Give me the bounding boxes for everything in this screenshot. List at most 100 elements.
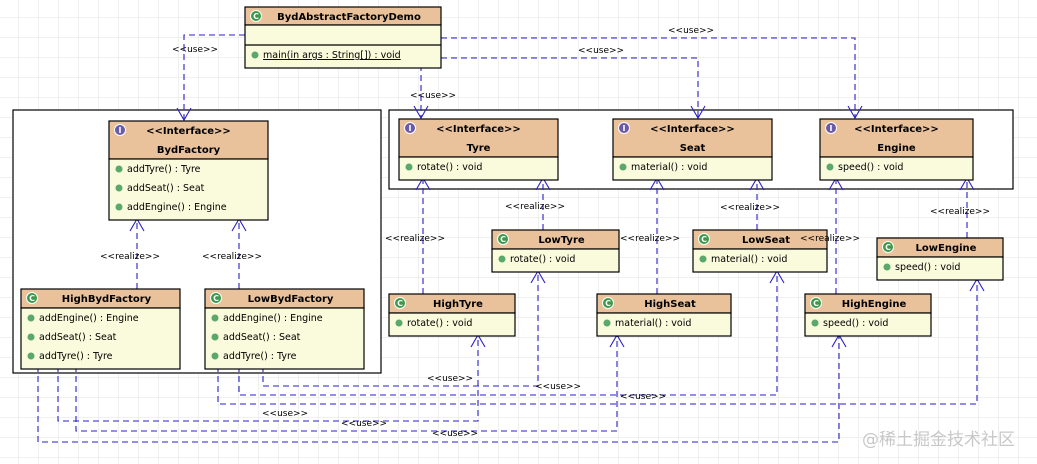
realize-label: <<realize>> [620, 234, 680, 244]
use-edge-demo-engine[interactable] [441, 37, 863, 120]
class-body [819, 156, 974, 181]
public-method-icon [27, 352, 35, 360]
icon-glyph: I [623, 124, 626, 133]
class-body [876, 256, 1004, 281]
method: addTyre() : Tyre [39, 351, 113, 362]
method: addSeat() : Seat [127, 183, 205, 194]
class-body [20, 307, 181, 370]
icon-glyph: C [213, 294, 219, 303]
use-edge-demo-seat[interactable] [441, 57, 706, 120]
use-label: <<use>> [535, 382, 581, 392]
class-body [612, 156, 773, 181]
class-body [398, 156, 559, 181]
icon-glyph: I [830, 124, 833, 133]
open-arrowhead-icon [176, 107, 192, 122]
method: addTyre() : Tyre [223, 351, 297, 362]
class-body [204, 307, 365, 370]
class-name: HighEngine [842, 299, 907, 310]
class-name: HighSeat [644, 299, 696, 310]
public-method-icon [498, 255, 506, 263]
realize-label: <<realize>> [385, 234, 445, 244]
class-body [596, 312, 732, 337]
icon-glyph: I [119, 126, 122, 135]
class-body [692, 248, 828, 273]
public-method-icon [603, 319, 611, 327]
class-body [388, 312, 516, 337]
use-label: <<use>> [172, 45, 218, 55]
public-method-icon [211, 314, 219, 322]
method: material() : void [615, 318, 691, 329]
method: addSeat() : Seat [39, 332, 117, 343]
class-icon [602, 297, 614, 309]
realize-label: <<realize>> [100, 252, 160, 262]
stereotype: <<Interface>> [650, 124, 735, 135]
method: rotate() : void [417, 162, 482, 173]
use-label: <<use>> [432, 429, 478, 439]
public-method-icon [115, 184, 123, 192]
class-name: Seat [680, 143, 706, 154]
method: addTyre() : Tyre [127, 164, 201, 175]
icon-glyph: C [813, 299, 819, 308]
class-body [804, 312, 932, 337]
class-highSeat[interactable]: C HighSeat material() : void [596, 293, 732, 337]
class-icon [210, 292, 222, 304]
class-name: LowBydFactory [248, 294, 334, 305]
icon-glyph: C [885, 243, 891, 252]
public-method-icon [619, 163, 627, 171]
class-header [612, 118, 773, 158]
method: material() : void [711, 254, 787, 265]
interface-icon [114, 124, 126, 136]
method: rotate() : void [510, 254, 575, 265]
public-method-icon [699, 255, 707, 263]
icon-glyph: C [605, 299, 611, 308]
use-label: <<use>> [262, 409, 308, 419]
class-icon [26, 292, 38, 304]
method: addEngine() : Engine [223, 313, 323, 324]
class-name: HighBydFactory [62, 294, 152, 305]
use-edge-demo-tyre[interactable] [413, 65, 429, 120]
class-icon [250, 10, 262, 22]
class-name: Engine [877, 143, 916, 154]
class-body [491, 248, 620, 273]
class-header [108, 120, 269, 160]
class-name: LowEngine [916, 243, 977, 254]
class-icon [882, 241, 894, 253]
use-label: <<use>> [620, 392, 666, 402]
class-icon [810, 297, 822, 309]
use-edge-demo-bydfactory[interactable] [176, 34, 245, 122]
realize-label: <<realize>> [720, 203, 780, 213]
method: addEngine() : Engine [127, 202, 227, 213]
public-method-icon [251, 51, 259, 59]
method: addEngine() : Engine [39, 313, 139, 324]
public-method-icon [115, 203, 123, 211]
stereotype: <<Interface>> [436, 124, 521, 135]
method: speed() : void [838, 162, 903, 173]
method: material() : void [631, 162, 707, 173]
realize-label: <<realize>> [505, 202, 565, 212]
use-label: <<use>> [427, 374, 473, 384]
class-seat[interactable]: I <<Interface>> Seat material() : void [612, 118, 773, 181]
public-method-icon [211, 333, 219, 341]
class-icon [497, 233, 509, 245]
class-name: Tyre [467, 143, 491, 154]
open-arrowhead-icon [413, 105, 429, 120]
public-method-icon [115, 165, 123, 173]
realize-label: <<realize>> [202, 252, 262, 262]
stereotype: <<Interface>> [146, 126, 231, 137]
class-body [244, 24, 442, 69]
realize-label: <<realize>> [800, 234, 860, 244]
class-name: BydAbstractFactoryDemo [277, 12, 421, 23]
icon-glyph: C [500, 235, 506, 244]
